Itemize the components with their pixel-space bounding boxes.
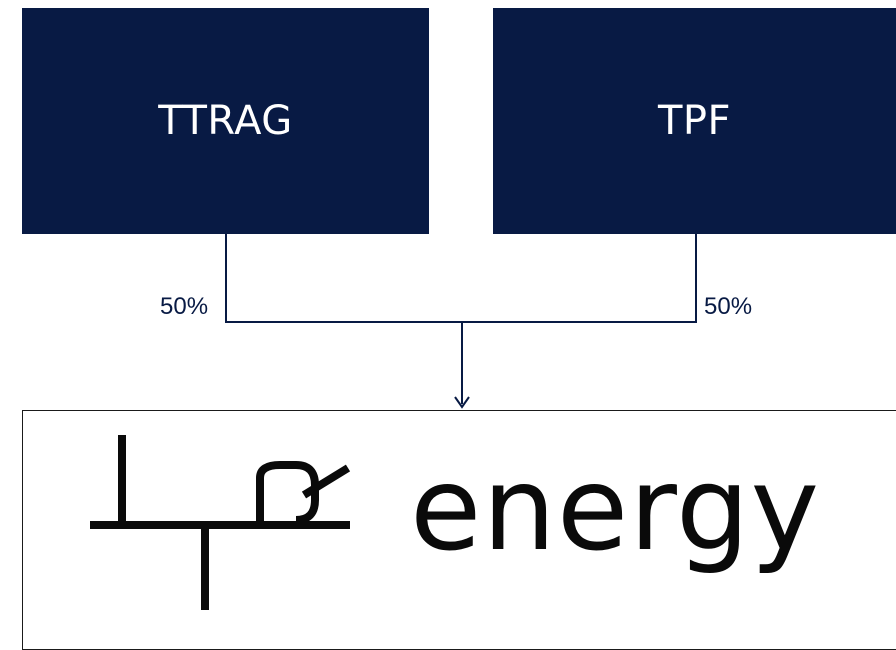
logo-mark-icon bbox=[90, 435, 351, 610]
ownership-connector bbox=[225, 234, 697, 409]
share-label-tpf: 50% bbox=[704, 293, 753, 320]
owner-name-ttrag: TTRAG bbox=[158, 98, 293, 144]
share-label-ttrag: 50% bbox=[160, 293, 209, 320]
joint-venture-box bbox=[22, 410, 896, 650]
owner-box-ttrag: TTRAG bbox=[22, 8, 429, 234]
owner-name-tpf: TPF bbox=[657, 98, 732, 144]
owner-box-tpf: TPF bbox=[493, 8, 896, 234]
arrowhead-icon bbox=[454, 396, 470, 409]
logo-wordmark: energy bbox=[410, 442, 821, 577]
